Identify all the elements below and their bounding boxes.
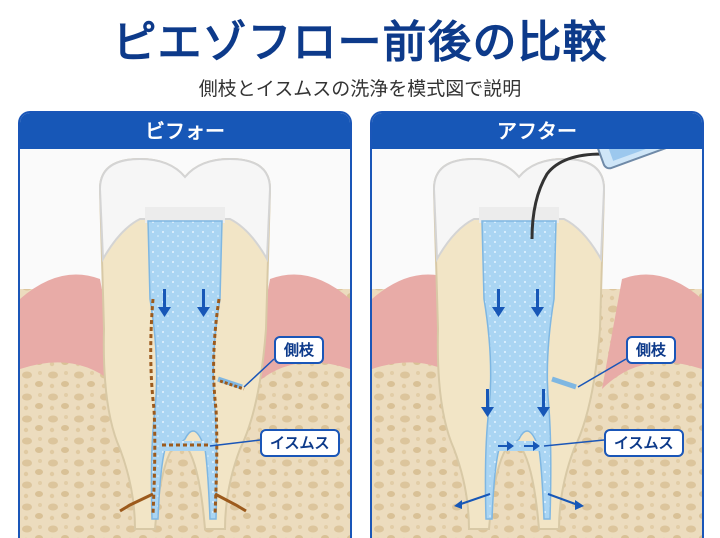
before-panel-header: ビフォー bbox=[20, 113, 350, 149]
syringe-icon bbox=[596, 149, 692, 170]
page-subtitle: 側枝とイスムスの洗浄を模式図で説明 bbox=[198, 78, 522, 100]
leader-lateral bbox=[243, 358, 275, 388]
leader-isthmus bbox=[543, 439, 605, 447]
arrow-down-icon bbox=[531, 289, 544, 317]
pulp-chamber-top bbox=[479, 207, 559, 223]
arrow-right-icon bbox=[524, 441, 540, 451]
arrow-down-icon bbox=[158, 289, 171, 317]
isthmus bbox=[494, 441, 544, 451]
irrigation-tip bbox=[530, 152, 603, 240]
callout-isthmus: イスムス bbox=[260, 429, 340, 457]
leader-lateral bbox=[577, 358, 627, 388]
arrow-right-icon bbox=[498, 441, 514, 451]
before-tooth-illustration bbox=[20, 157, 350, 538]
before-panel: ビフォー bbox=[18, 111, 352, 538]
lateral-canal bbox=[551, 376, 577, 390]
after-tooth-illustration bbox=[372, 149, 702, 538]
after-panel-header: アフター bbox=[372, 113, 702, 149]
arrow-down-icon bbox=[492, 289, 505, 317]
callout-lateral-canal: 側枝 bbox=[274, 336, 325, 364]
after-panel: アフター bbox=[370, 111, 704, 538]
arrow-down-icon bbox=[197, 289, 210, 317]
gum-left bbox=[20, 274, 120, 389]
arrow-diagonal-icon bbox=[454, 493, 491, 509]
arrow-down-icon bbox=[537, 389, 550, 417]
debris-left bbox=[149, 298, 157, 515]
callout-lateral-canal: 側枝 bbox=[626, 336, 677, 364]
page-title: ピエゾフロー前後の比較 bbox=[112, 17, 608, 68]
arrow-down-icon bbox=[481, 389, 494, 417]
debris-lateral bbox=[219, 379, 245, 391]
arrow-diagonal-icon bbox=[547, 493, 584, 510]
debris-apex-left bbox=[119, 492, 154, 513]
leader-isthmus bbox=[209, 439, 261, 447]
debris-apex-right bbox=[214, 492, 247, 513]
callout-isthmus: イスムス bbox=[604, 429, 684, 457]
pulp-chamber-top bbox=[145, 207, 225, 223]
debris-right bbox=[212, 298, 221, 515]
